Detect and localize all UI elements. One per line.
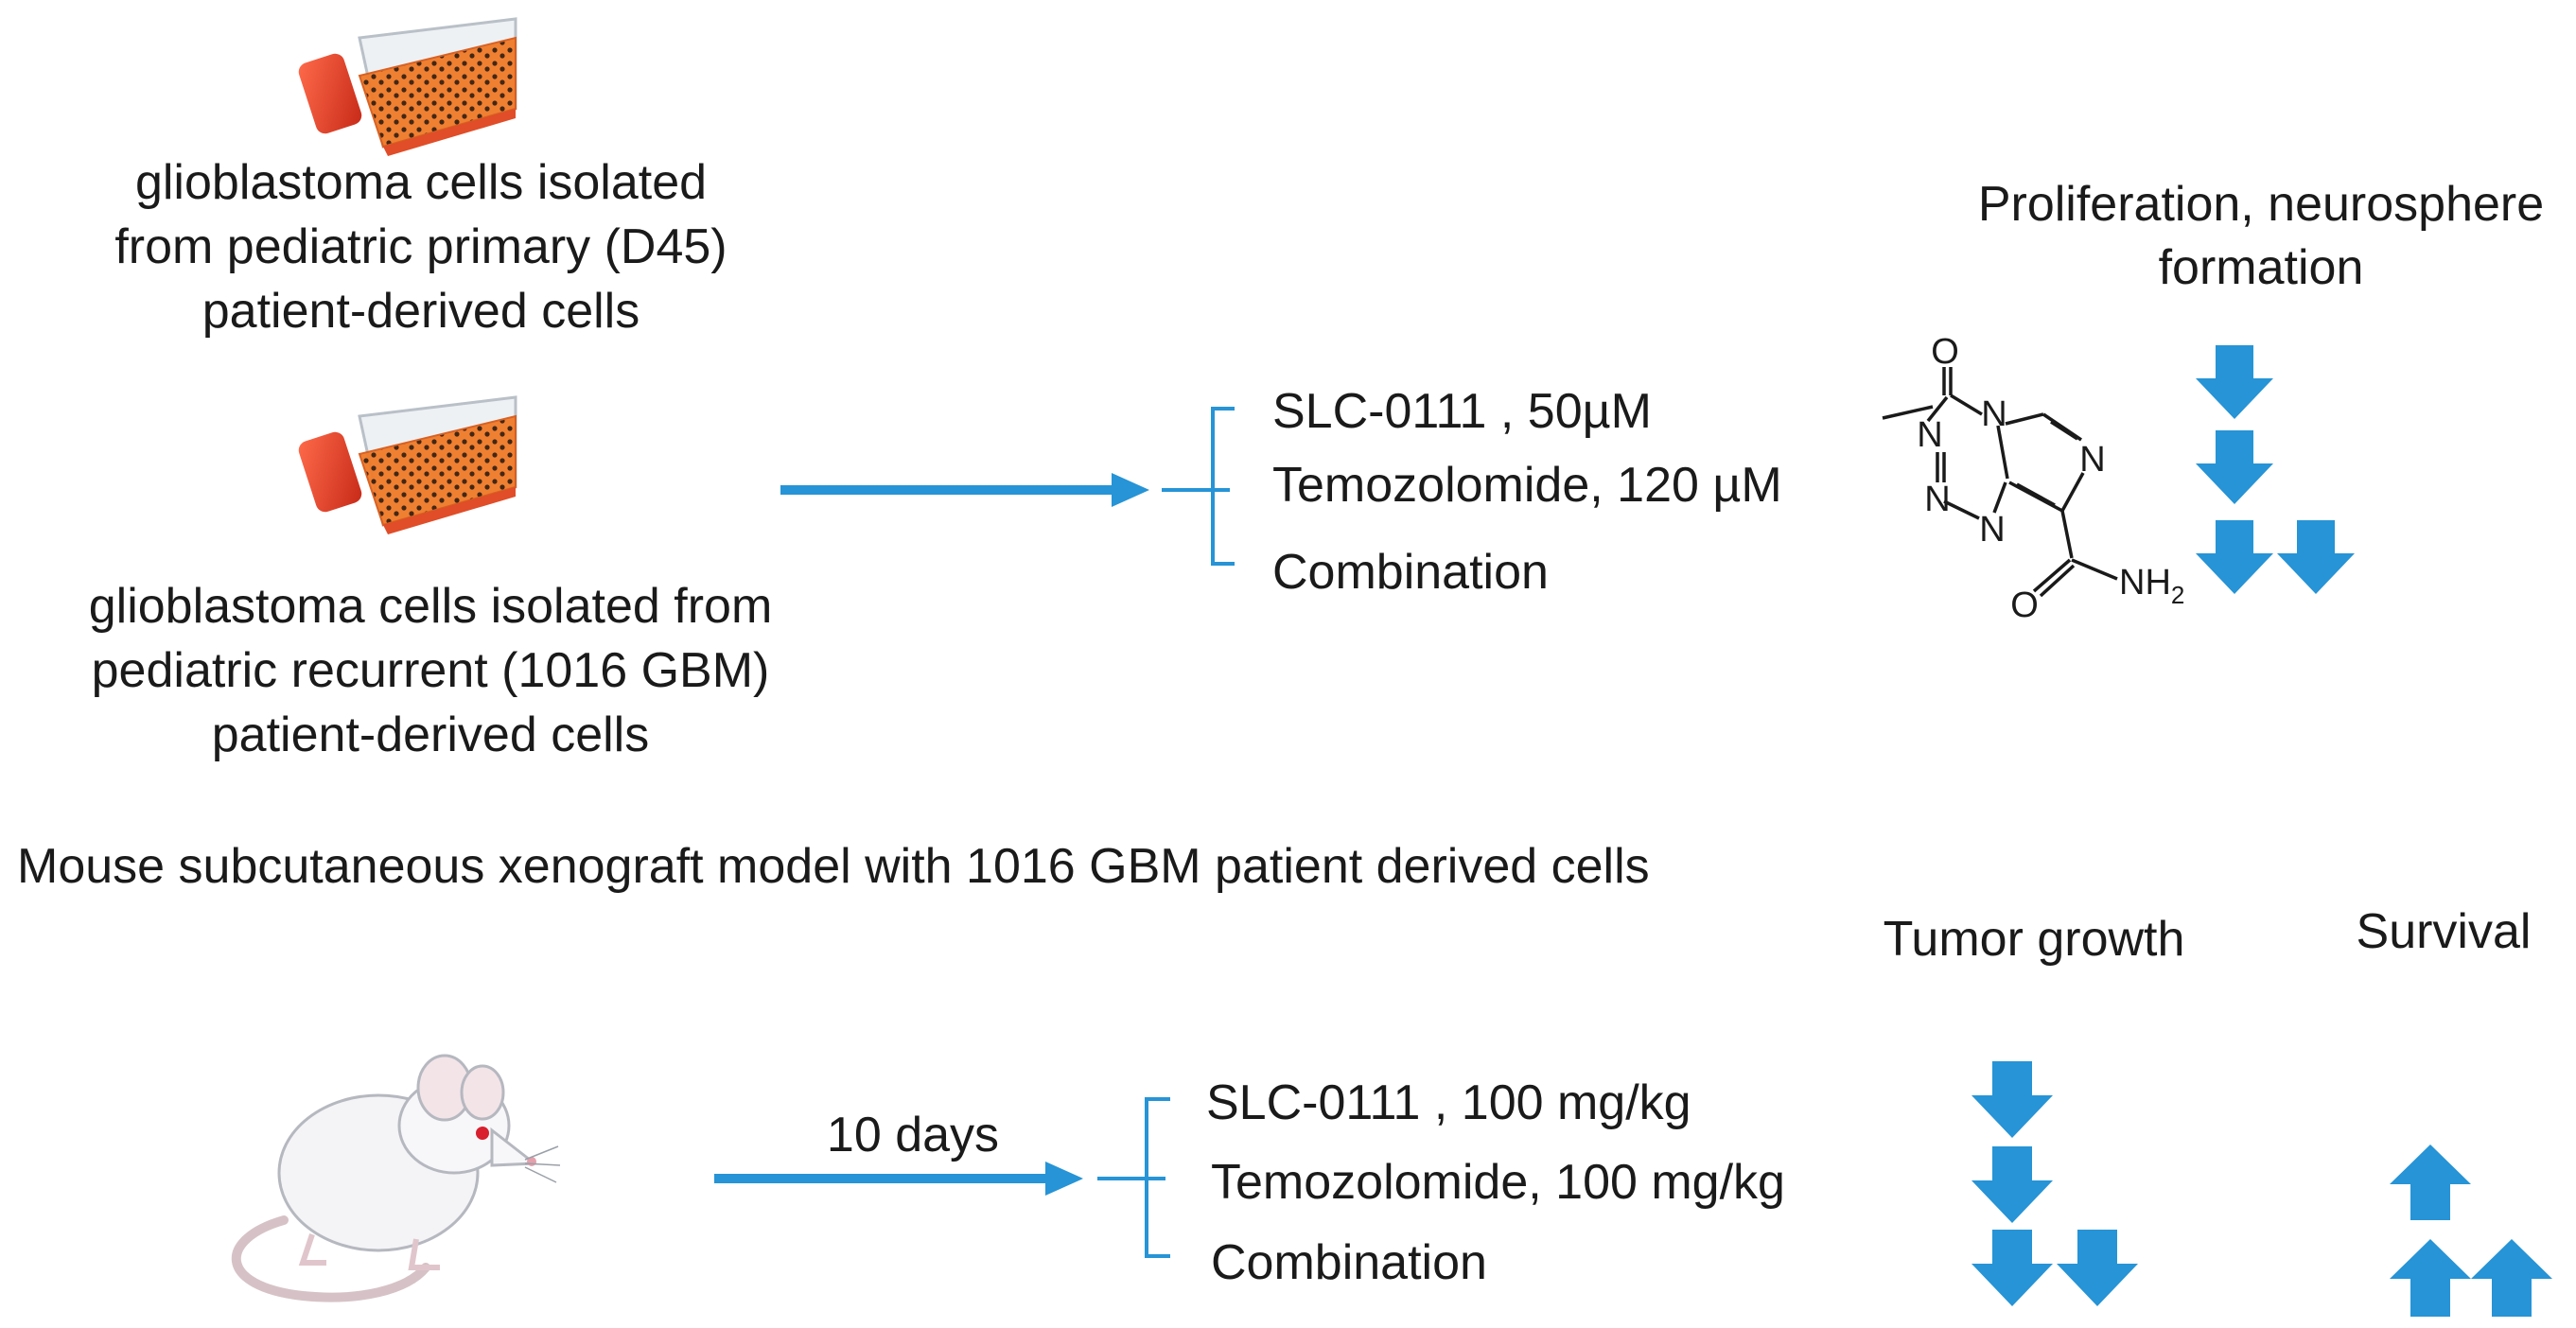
down-arrow-icon <box>1971 1061 2053 1138</box>
down-arrow-icon <box>2057 1230 2138 1306</box>
down-arrow-icon <box>2196 430 2273 504</box>
in-vivo-duration: 10 days <box>827 1108 999 1162</box>
atom-n4: N <box>1981 394 2006 434</box>
recurrent-cells-line-1: glioblastoma cells isolated from <box>89 579 773 634</box>
in-vitro-arrow <box>780 473 1230 507</box>
primary-cells-line-2: from pediatric primary (D45) <box>114 219 727 274</box>
in-vitro-treatment-tmz: Temozolomide, 120 µM <box>1272 458 1782 513</box>
atom-n1: N <box>1979 510 2005 550</box>
down-arrow-icon <box>1971 1230 2053 1306</box>
in-vivo-treatment-slc: SLC-0111 , 100 mg/kg <box>1206 1075 1691 1130</box>
up-arrow-icon <box>2471 1239 2552 1317</box>
atom-o2: O <box>2010 585 2039 625</box>
primary-cells-line-3: patient-derived cells <box>202 284 640 339</box>
atom-o: O <box>1931 332 1959 372</box>
atom-n3: N <box>1917 415 1942 455</box>
recurrent-cells-line-2: pediatric recurrent (1016 GBM) <box>92 643 770 698</box>
flask-icon-recurrent <box>298 395 517 534</box>
atom-nh2: NH2 <box>2119 563 2184 609</box>
down-arrow-icon <box>2196 520 2273 594</box>
xenograft-title: Mouse subcutaneous xenograft model with … <box>17 839 1650 894</box>
in-vitro-outcome-line-1: Proliferation, neurosphere <box>1978 177 2544 232</box>
down-arrow-icon <box>2196 345 2273 419</box>
up-arrow-icon <box>2390 1145 2471 1220</box>
in-vitro-bracket <box>1211 407 1235 566</box>
mouse-icon <box>231 1054 561 1302</box>
in-vivo-treatment-combination: Combination <box>1211 1235 1487 1290</box>
flask-icon-primary <box>298 17 517 156</box>
atom-n5: N <box>2079 440 2105 480</box>
primary-cells-line-1: glioblastoma cells isolated <box>135 155 707 210</box>
in-vivo-treatment-tmz: Temozolomide, 100 mg/kg <box>1211 1155 1785 1210</box>
atom-n2: N <box>1924 480 1950 519</box>
down-arrow-icon <box>1971 1146 2053 1223</box>
in-vitro-outcome-line-2: formation <box>2159 240 2364 295</box>
in-vivo-arrow <box>714 1162 1165 1196</box>
in-vitro-treatment-combination: Combination <box>1272 545 1549 600</box>
down-arrow-icon <box>2277 520 2355 594</box>
recurrent-cells-line-3: patient-derived cells <box>212 708 649 762</box>
in-vivo-bracket <box>1145 1097 1170 1258</box>
in-vitro-treatment-slc: SLC-0111 , 50µM <box>1272 384 1652 439</box>
temozolomide-structure: O N N N N N O NH2 <box>1882 332 2184 625</box>
survival-label: Survival <box>2357 904 2532 959</box>
up-arrow-icon <box>2390 1239 2471 1317</box>
tumor-growth-label: Tumor growth <box>1884 912 2185 967</box>
